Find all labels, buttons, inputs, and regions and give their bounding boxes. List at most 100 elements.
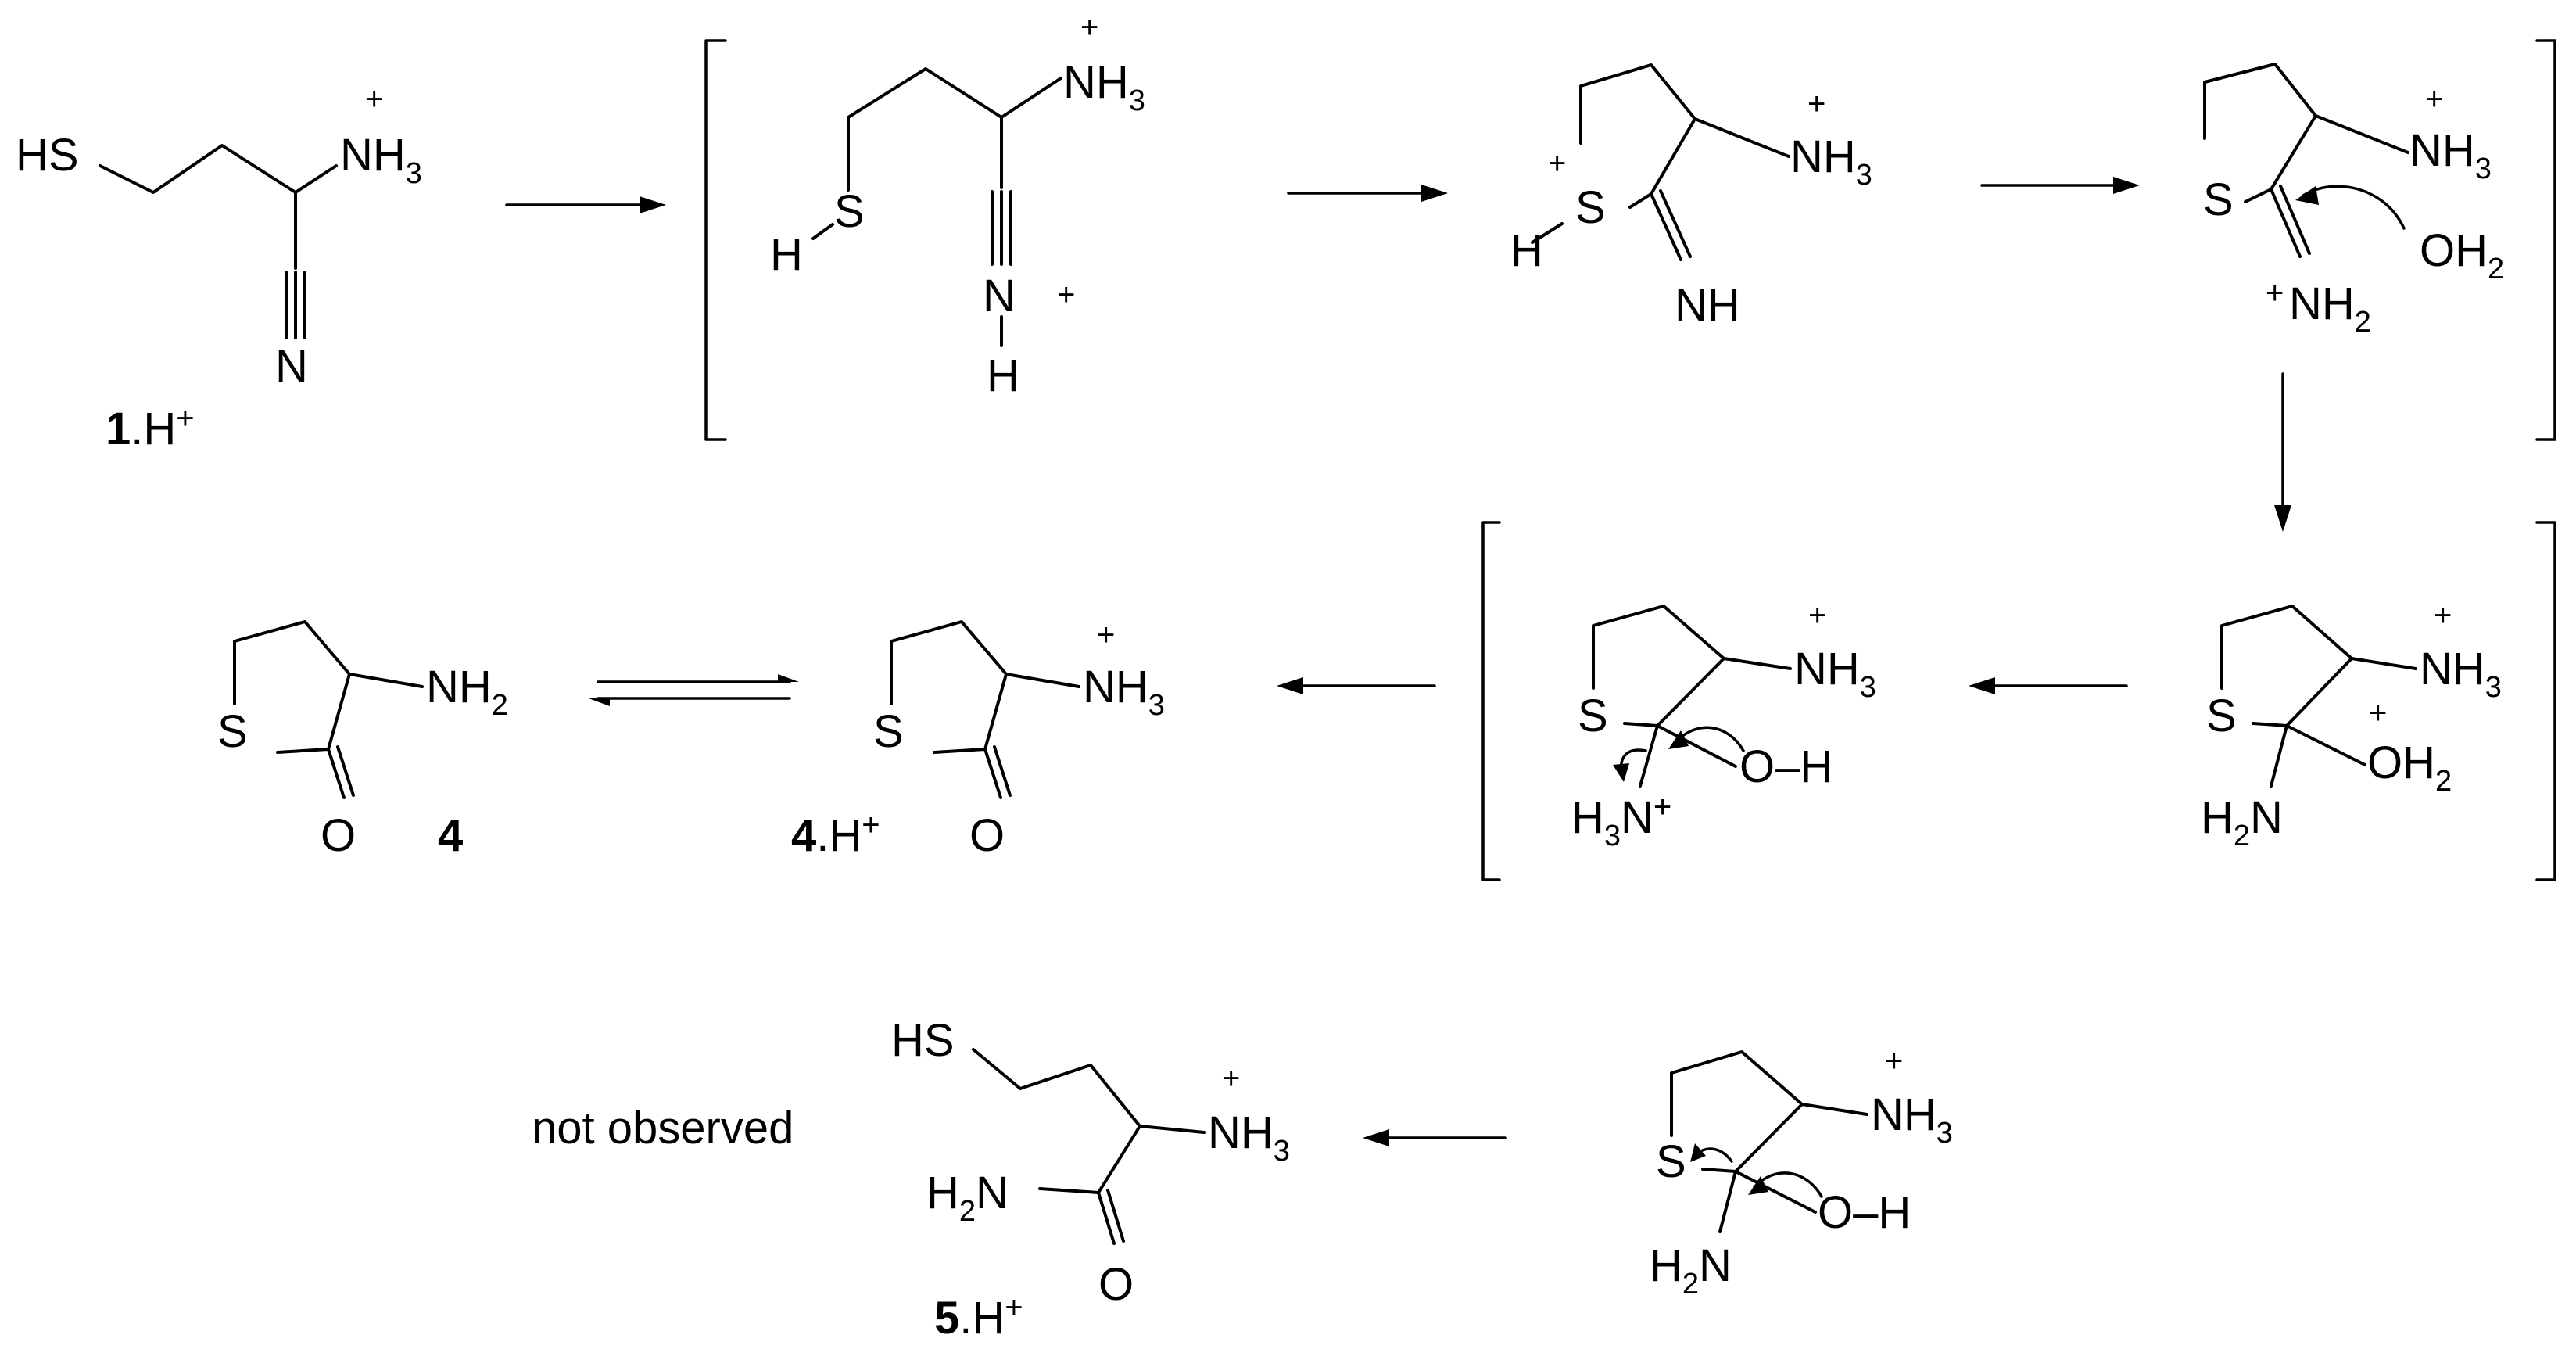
reaction-arrow	[505, 196, 666, 213]
curved-arrow-head	[1668, 730, 1689, 749]
not-observed-note: not observed	[532, 1103, 794, 1153]
bond	[2314, 114, 2409, 154]
bond	[1718, 1170, 1737, 1233]
atom-nh3: NH3	[1794, 644, 1876, 704]
atom-nh3: NH3	[340, 130, 422, 190]
bond	[1693, 117, 1790, 158]
ring-bond	[1670, 1050, 1804, 1173]
double-bond	[2270, 185, 2311, 258]
atom-o: O	[321, 810, 356, 861]
atom-nh3: NH3	[1790, 131, 1872, 192]
charge-plus: +	[1097, 618, 1115, 652]
bond	[348, 673, 424, 688]
atom-n: N	[275, 341, 308, 392]
atom-s: S	[834, 186, 865, 237]
atom-oh: O–H	[1818, 1187, 1911, 1238]
carbonyl-double-bond	[1097, 1189, 1125, 1245]
charge-plus: +	[2369, 696, 2387, 730]
curved-arrow-head	[1690, 1143, 1706, 1162]
bond	[1639, 724, 1659, 788]
ring-bond	[890, 620, 1008, 751]
charge-plus: +	[1808, 598, 1826, 633]
structure-iminium-water-attack: S NH3 + OH2 + NH2	[2203, 63, 2504, 339]
charge-plus: +	[365, 82, 383, 117]
curved-arrow	[2302, 185, 2406, 230]
bond	[933, 748, 987, 754]
bond	[1722, 657, 1792, 670]
atom-nh3: NH3	[1063, 57, 1145, 117]
bond	[2252, 722, 2288, 727]
atom-oh: O–H	[1739, 741, 1833, 792]
bond	[276, 748, 330, 754]
atom-hs: HS	[16, 130, 79, 181]
structure-thioimidate-sulfonium: S + H NH3 + NH	[1510, 63, 1872, 331]
charge-plus: +	[1807, 87, 1825, 121]
compound-label-4-protonated: 4.H+	[791, 808, 880, 861]
atom-o: O	[1098, 1259, 1134, 1310]
bond	[1531, 222, 1564, 244]
charge-plus: +	[2266, 276, 2284, 310]
atom-s: S	[2203, 174, 2234, 225]
atom-nh2: NH2	[426, 662, 508, 722]
charge-plus: +	[2434, 598, 2452, 633]
curved-arrow-head	[1748, 1176, 1768, 1195]
ring-bond	[233, 620, 351, 751]
reaction-arrow	[1969, 677, 2128, 694]
bond	[2285, 724, 2366, 766]
charge-plus: +	[1080, 10, 1098, 45]
structure-tetrahedral-oxonium: S NH3 + + OH2 H2N	[2201, 598, 2502, 852]
compound-label-5-protonated: 5.H+	[934, 1290, 1023, 1344]
bracket-right	[2535, 521, 2556, 881]
bond	[1097, 1125, 1141, 1194]
chain-bond	[99, 144, 338, 194]
atom-s: S	[1578, 691, 1608, 741]
reaction-arrow	[1363, 1129, 1507, 1146]
structure-tetrahedral-ammonium: S NH3 + O–H H3N+	[1571, 598, 1876, 852]
bond	[1005, 673, 1080, 688]
atom-oh2: OH2	[2367, 737, 2452, 798]
atom-h2n: H2N	[1650, 1240, 1732, 1301]
atom-h: H	[987, 350, 1019, 401]
bracket-right	[2535, 39, 2556, 441]
atom-nh3: NH3	[1083, 662, 1165, 722]
nitrile-triple-bond	[285, 271, 306, 339]
bracket-left	[1481, 521, 1501, 881]
atom-h2n: H2N	[926, 1168, 1009, 1228]
atom-hs: HS	[891, 1015, 955, 1066]
bracket-left	[704, 39, 727, 441]
atom-h: H	[770, 229, 803, 280]
atom-nh3: NH3	[1208, 1107, 1290, 1168]
atom-nh3: NH3	[2420, 644, 2502, 704]
bond	[2270, 724, 2288, 788]
bond	[2350, 657, 2417, 670]
charge-plus: +	[2425, 82, 2443, 117]
chain-bond	[847, 67, 1062, 192]
charge-plus: +	[1548, 146, 1566, 181]
bond	[1734, 1170, 1817, 1214]
atom-s: S	[1656, 1136, 1686, 1187]
charge-plus: +	[1885, 1044, 1903, 1078]
bond	[1628, 192, 1653, 209]
bond	[811, 223, 834, 240]
compound-label-4: 4	[438, 810, 463, 861]
charge-plus: +	[1222, 1061, 1240, 1096]
atom-h3n: H3N+	[1571, 790, 1671, 852]
atom-s: S	[1575, 182, 1606, 233]
reaction-arrow	[1277, 677, 1436, 694]
atom-nh3: NH3	[2409, 125, 2492, 185]
chain-bond	[972, 1048, 1206, 1134]
ring-bond	[2203, 63, 2317, 191]
structure-1-protonated: HS NH3 + N 1.H+	[16, 82, 422, 454]
bond	[1623, 722, 1659, 727]
reaction-arrow-down	[2274, 372, 2291, 532]
bond	[1038, 1187, 1100, 1194]
atom-nh2: NH2	[2289, 278, 2371, 339]
atom-h2n: H2N	[2201, 792, 2283, 852]
carbonyl-double-bond	[327, 745, 355, 799]
equilibrium-arrow	[589, 674, 799, 706]
bond	[1800, 1103, 1868, 1116]
curved-arrow-head	[1613, 763, 1629, 782]
atom-s: S	[217, 706, 248, 757]
ring-bond	[1579, 63, 1696, 196]
